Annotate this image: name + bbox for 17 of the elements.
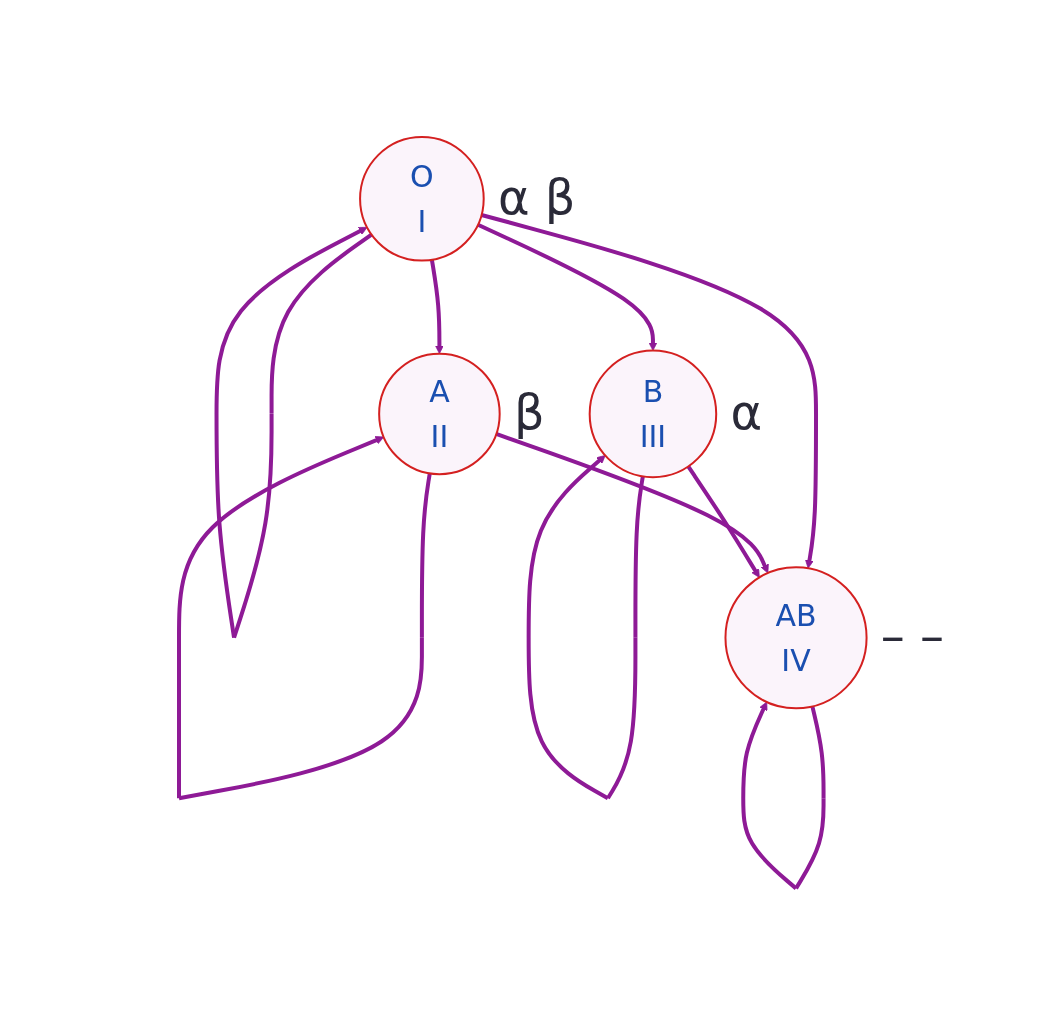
arrow [495,432,769,574]
arrow [686,465,760,579]
arrow [177,436,432,801]
arrow [481,213,819,569]
node-circle: B III [588,349,718,479]
arrow [214,227,373,639]
node-circle: AB IV [724,566,868,710]
arrow [526,455,645,801]
antibody-label: β [513,384,545,441]
node-circle: O I [359,136,485,262]
node-circle: A II [378,352,501,476]
arrow [477,223,658,352]
arrow [430,259,444,355]
antibody-label: α [730,384,763,441]
antibody-label: α β [497,169,576,226]
antibody-label: – – [880,607,945,664]
arrow [741,701,826,891]
